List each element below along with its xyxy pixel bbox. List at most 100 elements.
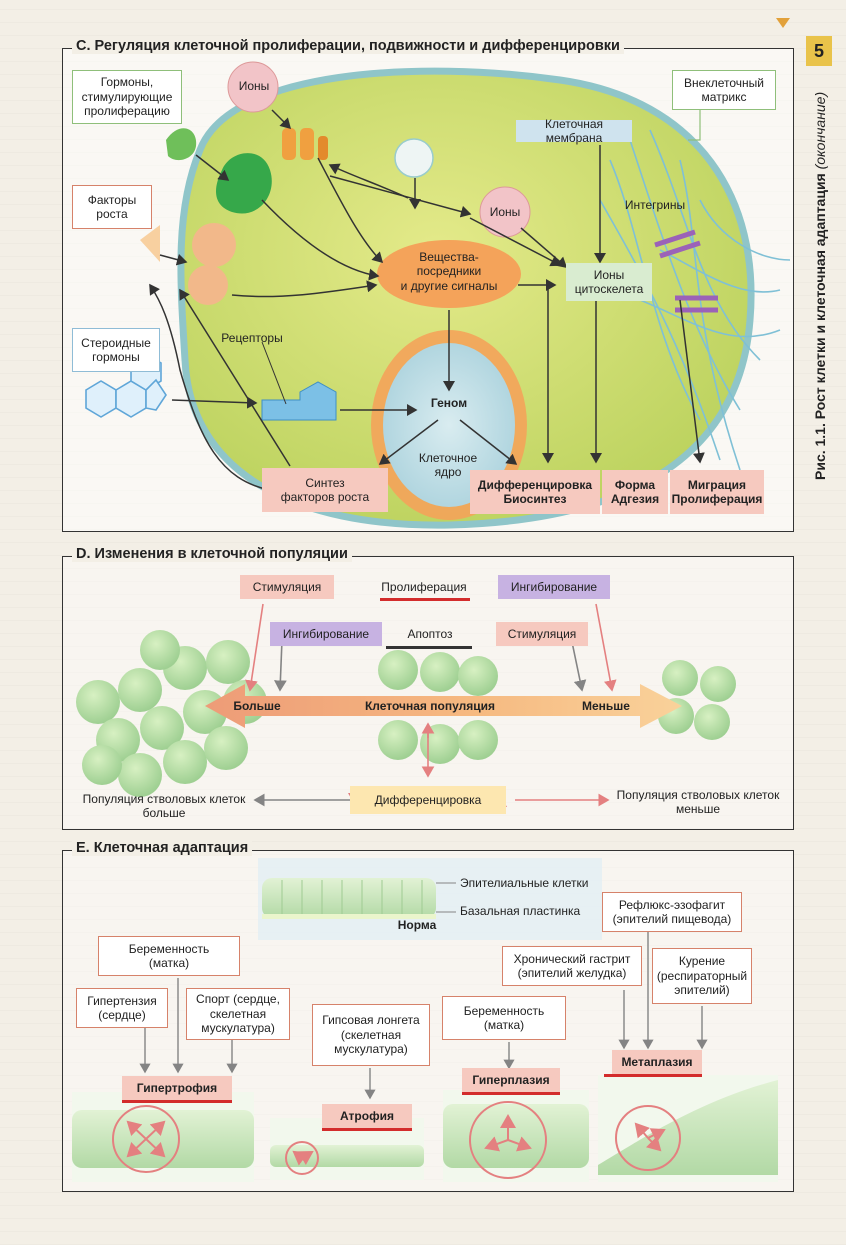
growth-receptor-icon	[140, 223, 236, 305]
section-c-arrows	[149, 109, 705, 491]
integrin-icons	[654, 229, 718, 313]
more-label: Больше	[233, 699, 281, 713]
metaplasia-box: Метаплазия	[612, 1050, 702, 1074]
hypertrophy-tissue	[72, 1092, 254, 1182]
metaplasia-tissue	[598, 1075, 778, 1182]
nucleus-label: Клеточное ядро	[418, 451, 478, 480]
section-d-frame	[62, 556, 794, 830]
hypertrophy-box: Гипертрофия	[122, 1076, 232, 1100]
section-d-title: D. Изменения в клеточной популяции	[72, 546, 352, 562]
atrophy-label: Атрофия	[340, 1108, 394, 1123]
atrophy-underline	[322, 1128, 412, 1131]
form-adh-box: Форма Адгезия	[602, 470, 668, 514]
mediators-ellipse	[377, 240, 521, 308]
prolif-label: Пролиферация	[381, 579, 467, 594]
hypertension-label: Гипертензия (сердце)	[87, 993, 157, 1022]
hormone-ligand-icon	[166, 128, 197, 161]
inhib-mid-label: Ингибирование	[282, 626, 370, 641]
metaplasia-label: Метаплазия	[621, 1054, 693, 1069]
preg-uterus-label: Беременность (матка)	[128, 941, 210, 970]
integrins-label: Интегрины	[624, 198, 686, 212]
hormone-receptor-icon	[216, 153, 272, 214]
hyperplasia-label: Гиперплазия	[472, 1072, 550, 1087]
section-e-title: E. Клеточная адаптация	[72, 840, 253, 856]
hormones-label: Гормоны, стимулирующие пролиферацию	[81, 75, 173, 119]
cyto-ions-label: Ионы цитоскелета	[574, 267, 644, 296]
gastritis-box: Хронический гастрит (эпителий желудка)	[502, 946, 642, 986]
diff-label: Дифференцировка	[374, 792, 482, 807]
atrophy-box: Атрофия	[322, 1104, 412, 1128]
sport-box: Спорт (сердце, скелетная мускулатура)	[186, 988, 290, 1040]
ions-top-label: Ионы	[238, 79, 270, 93]
growth-factors-label: Факторы роста	[87, 192, 137, 221]
migr-prol-label: Миграция Пролиферация	[671, 477, 763, 506]
apoptosis-label: Апоптоз	[407, 626, 453, 641]
migr-prol-box: Миграция Пролиферация	[670, 470, 764, 514]
stem-more-label: Популяция стволовых клеток больше	[82, 792, 246, 821]
hyperplasia-tissue	[443, 1090, 589, 1182]
population-label: Клеточная популяция	[364, 699, 495, 713]
ecm-callout	[688, 108, 701, 141]
norm-label: Норма	[397, 918, 437, 932]
hormones-box: Гормоны, стимулирующие пролиферацию	[72, 70, 182, 124]
section-d-arrows	[245, 603, 617, 807]
reflux-box: Рефлюкс-эзофагит (эпителий пищевода)	[602, 892, 742, 932]
stim-top-box: Стимуляция	[240, 575, 334, 599]
ecm-label: Внеклеточный матрикс	[684, 75, 764, 104]
inhib-top-box: Ингибирование	[498, 575, 610, 599]
form-adh-label: Форма Адгезия	[610, 477, 660, 506]
preg-uterus2-box: Беременность (матка)	[442, 996, 566, 1040]
sport-label: Спорт (сердце, скелетная мускулатура)	[196, 992, 280, 1036]
smoking-label: Курение (респираторный эпителий)	[656, 954, 748, 998]
stim-top-label: Стимуляция	[252, 579, 322, 594]
section-c-title: C. Регуляция клеточной пролиферации, под…	[72, 38, 624, 54]
steroid-label: Стероидные гормоны	[81, 335, 151, 364]
steroid-receptor-icon	[261, 381, 337, 421]
reflux-label: Рефлюкс-эзофагит (эпителий пищевода)	[612, 897, 732, 926]
norm-tissue	[262, 878, 436, 919]
mediators-label: Вещества- посредники и другие сигналы	[400, 250, 498, 293]
corner-triangle-icon	[776, 18, 790, 28]
cyto-ions-box: Ионы цитоскелета	[566, 263, 652, 301]
stem-less-label: Популяция стволовых клеток меньше	[616, 788, 780, 817]
diff-bio-label: Дифференцировка Биосинтез	[477, 477, 593, 506]
cell-cluster-medium	[378, 650, 498, 764]
membrane-box: Клеточная мембрана	[516, 117, 632, 145]
hypertension-box: Гипертензия (сердце)	[76, 988, 168, 1028]
diff-box: Дифференцировка	[350, 786, 506, 814]
diff-bio-box: Дифференцировка Биосинтез	[470, 470, 600, 514]
ions-mid-label: Ионы	[489, 205, 521, 219]
stim-mid-box: Стимуляция	[496, 622, 588, 646]
ecm-fibers	[599, 129, 791, 471]
genome-label: Геном	[430, 396, 468, 410]
cast-label: Гипсовая лонгета (скелетная мускулатура)	[322, 1013, 420, 1057]
prolif-underline	[380, 598, 470, 601]
cast-box: Гипсовая лонгета (скелетная мускулатура)	[312, 1004, 430, 1066]
prolif-box: Пролиферация	[372, 575, 476, 599]
ecm-box: Внеклеточный матрикс	[672, 70, 776, 110]
receptors-label: Рецепторы	[221, 331, 283, 345]
hypertrophy-underline	[122, 1100, 232, 1103]
membrane-label: Клеточная мембрана	[544, 116, 604, 145]
adaptation-red-arrows	[126, 1114, 666, 1166]
page-number: 5	[806, 36, 832, 66]
ion-channel-icon	[282, 128, 328, 160]
epithelial-label: Эпителиальные клетки	[460, 876, 589, 890]
synthesis-label: Синтез факторов роста	[280, 475, 370, 504]
ions-top-icon	[227, 61, 279, 113]
hyperplasia-underline	[462, 1092, 560, 1095]
inhib-mid-box: Ингибирование	[270, 622, 382, 646]
hyperplasia-box: Гиперплазия	[462, 1068, 560, 1092]
apoptosis-underline	[386, 646, 472, 649]
less-label: Меньше	[582, 699, 630, 713]
section-e-arrows	[139, 932, 708, 1100]
stim-mid-label: Стимуляция	[507, 626, 577, 641]
basal-label: Базальная пластинка	[460, 904, 581, 918]
hypertrophy-label: Гипертрофия	[136, 1080, 218, 1095]
smoking-box: Курение (респираторный эпителий)	[652, 948, 752, 1004]
steroid-box: Стероидные гормоны	[72, 328, 160, 372]
apoptosis-box: Апоптоз	[396, 622, 464, 646]
metaplasia-underline	[604, 1074, 702, 1077]
